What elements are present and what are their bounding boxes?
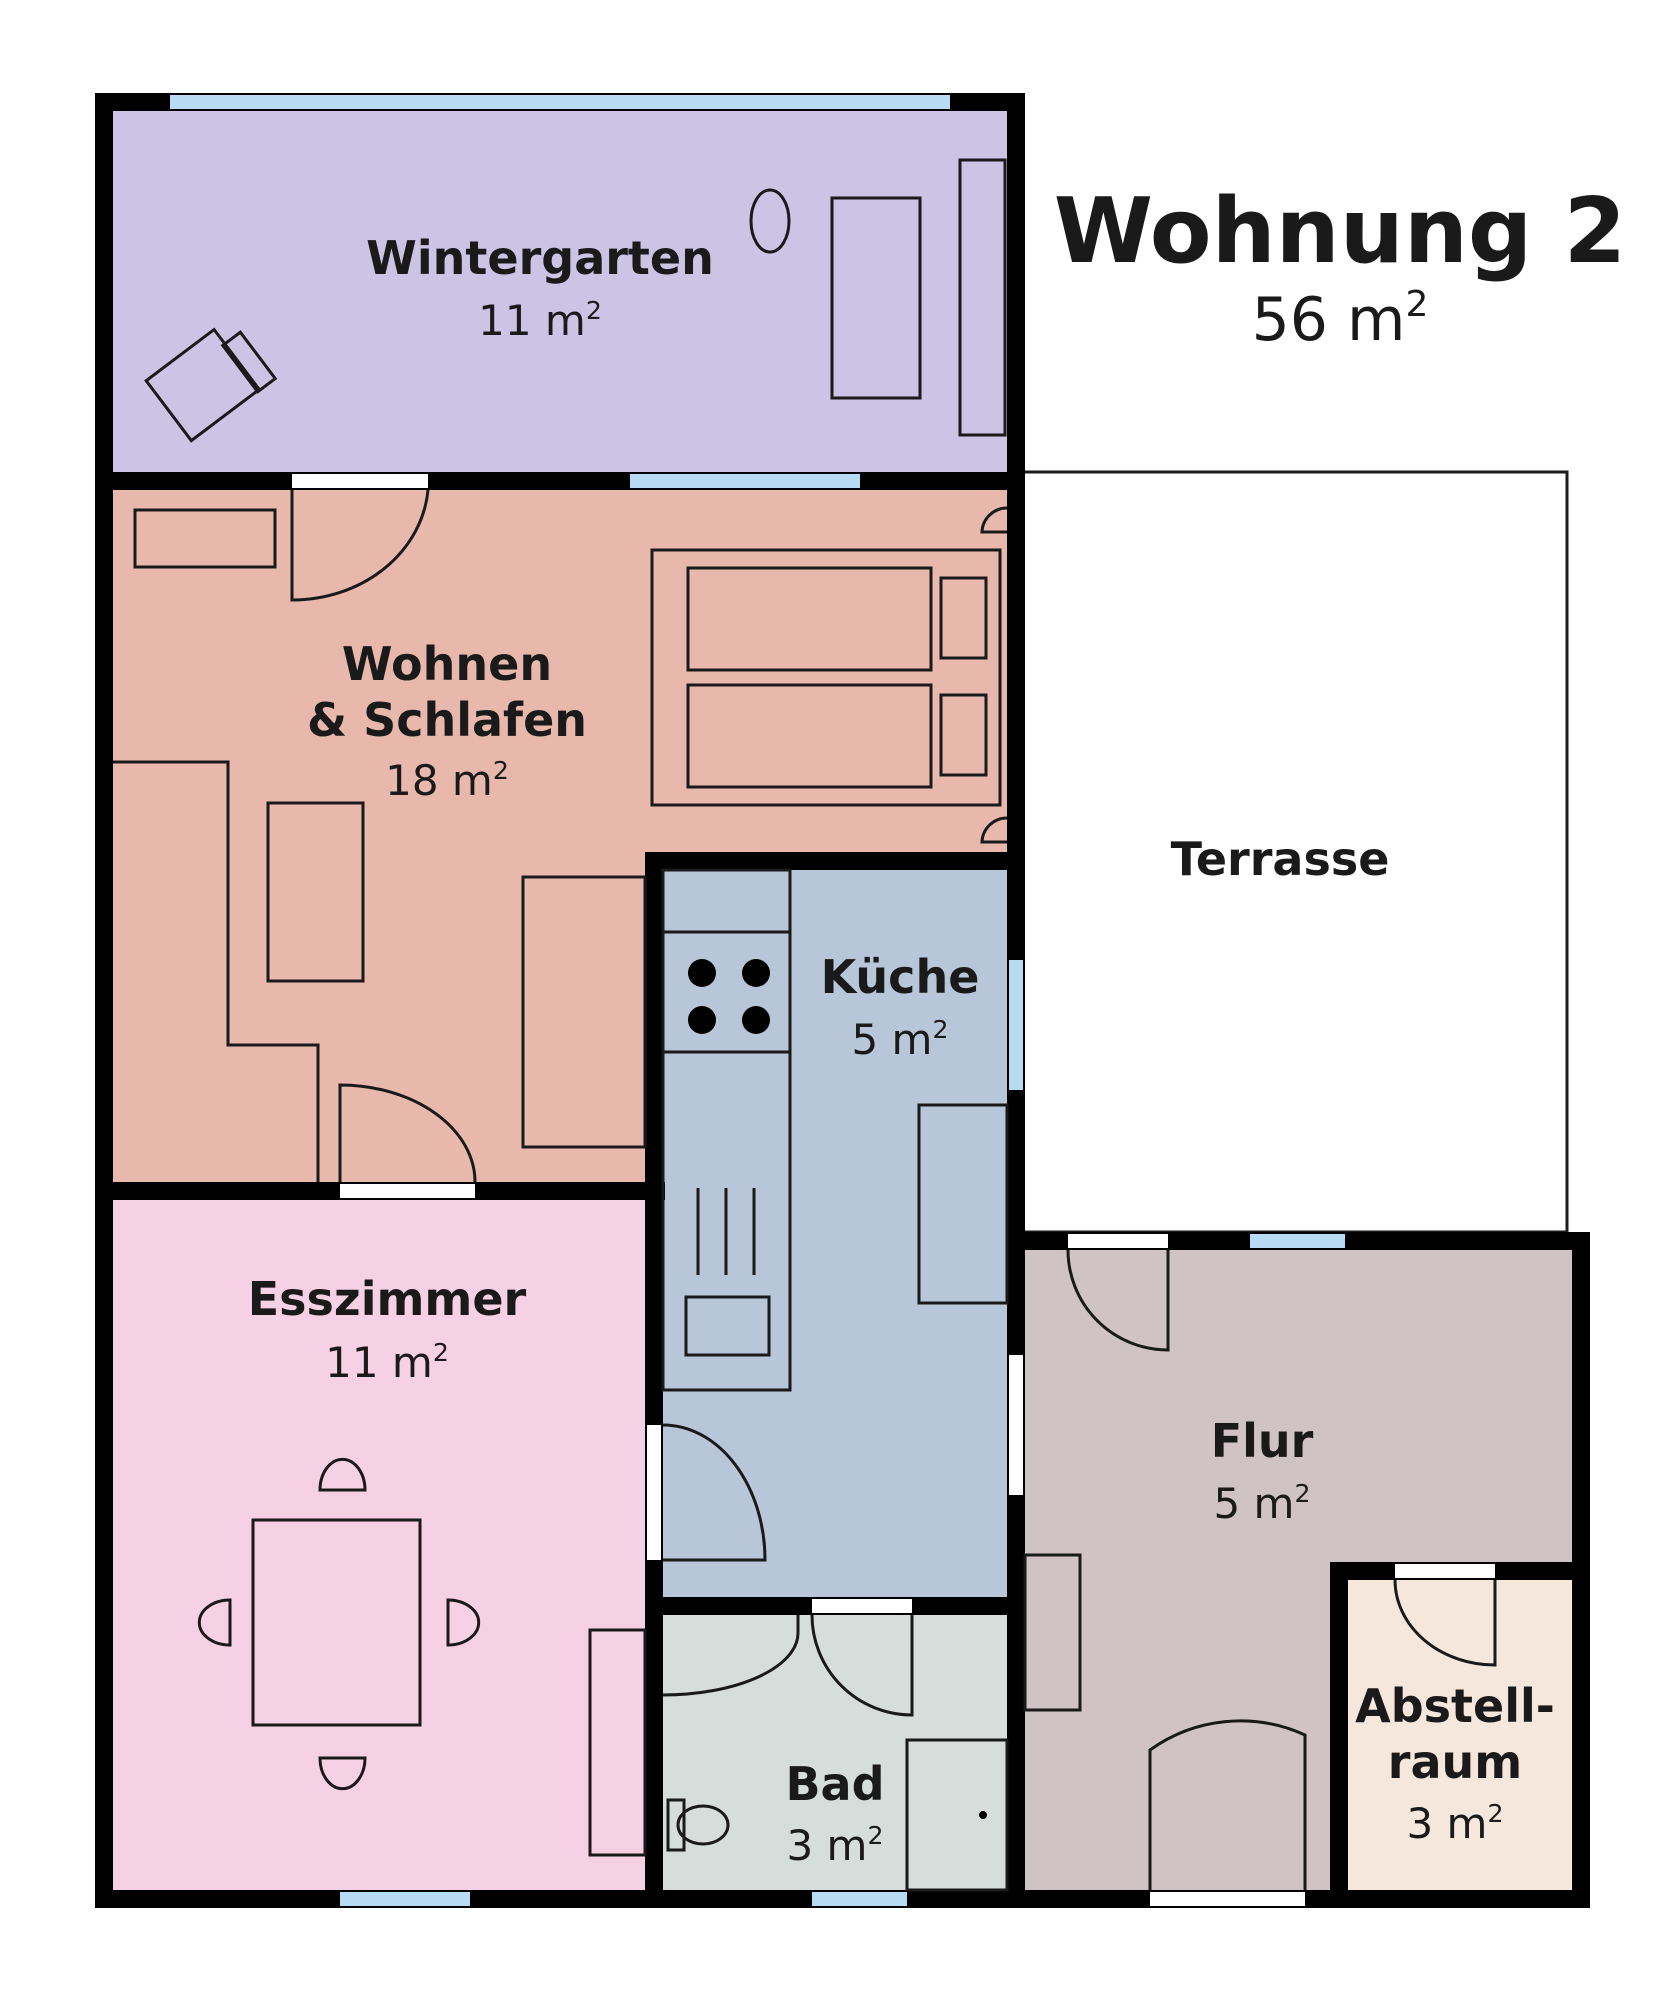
dining-furniture — [197, 1457, 647, 1857]
room-label-kueche: Küche — [821, 950, 980, 1004]
area-label-terrasse: Terrasse — [1171, 832, 1390, 886]
door-openings — [292, 474, 1495, 1906]
room-area-esszimmer: 11 m2 — [325, 1338, 449, 1387]
apartment-title: Wohnung 2 — [1054, 179, 1627, 284]
wintergarten-furniture — [144, 158, 1007, 443]
room-area-wintergarten: 11 m2 — [478, 296, 602, 345]
door-swings — [290, 489, 1497, 1890]
room-label-abstellraum-line1: Abstell- — [1355, 1679, 1555, 1733]
apartment-area: 56 m2 — [1252, 284, 1429, 355]
room-area-bad: 3 m2 — [786, 1821, 883, 1870]
title-block: Wohnung 2 56 m2 — [1054, 179, 1627, 355]
room-label-wohnen-line1: Wohnen — [342, 637, 552, 691]
room-label-abstellraum-line2: raum — [1388, 1735, 1522, 1789]
room-area-wohnen: 18 m2 — [385, 756, 509, 805]
kitchen-furniture — [661, 868, 1009, 1392]
room-area-flur: 5 m2 — [1213, 1479, 1310, 1528]
room-wintergarten-fill — [112, 110, 1007, 480]
room-label-wohnen-line2: & Schlafen — [307, 693, 587, 747]
room-esszimmer-fill — [112, 1200, 652, 1900]
room-abstellraum-fill — [1347, 1580, 1577, 1900]
room-area-kueche: 5 m2 — [851, 1015, 948, 1064]
wohnen-furniture — [113, 508, 1002, 1182]
shower-drain — [979, 1811, 987, 1819]
stove-burners — [688, 959, 770, 1034]
room-label-esszimmer: Esszimmer — [248, 1272, 527, 1326]
room-area-abstellraum: 3 m2 — [1406, 1799, 1503, 1848]
room-label-bad: Bad — [785, 1757, 884, 1811]
room-label-flur: Flur — [1211, 1414, 1314, 1468]
room-kueche-fill — [662, 870, 1007, 1605]
room-label-wintergarten: Wintergarten — [366, 231, 714, 285]
room-bad-fill — [662, 1615, 1007, 1900]
hall-furniture — [1023, 1553, 1082, 1712]
windows — [170, 95, 1345, 1906]
bathroom-fixtures — [662, 1615, 1009, 1892]
terrace-outline — [1020, 470, 1569, 1234]
